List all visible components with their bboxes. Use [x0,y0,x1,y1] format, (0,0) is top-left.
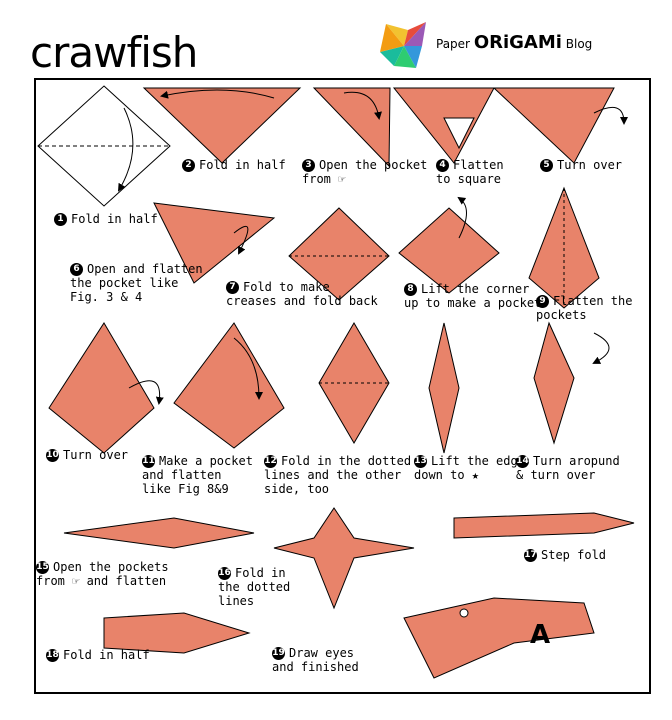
step16-number: 16 [218,567,231,580]
step16-shape [273,507,415,610]
step11-shape [173,322,285,449]
step15-number: 15 [36,561,49,574]
step8-number: 8 [404,283,417,296]
step3-shape [312,87,391,168]
step17-number: 17 [524,549,537,562]
step1-number: 1 [54,213,67,226]
step14-number: 14 [516,455,529,468]
step17-caption: 17 Step fold [524,548,606,562]
step2-shape [142,87,302,164]
step14-text: Turn aropund & turn over [516,454,620,482]
step12-text: Fold in the dotted lines and the other s… [264,454,412,496]
eye [459,608,469,618]
step3-text: Open the pocket from ☞ [302,158,428,186]
step4-number: 4 [436,159,449,172]
step6-number: 6 [70,263,83,276]
step6-shape [153,202,276,284]
step10-caption: 10 Turn over [46,448,128,462]
step15-text: Open the pockets from ☞ and flatten [36,560,169,588]
step13-number: 13 [414,455,427,468]
step2-number: 2 [182,159,195,172]
step5-number: 5 [540,159,553,172]
step1-caption: 1 Fold in half [54,212,158,226]
step18-number: 18 [46,649,59,662]
folding-diagram [37,85,635,679]
logo-text: Paper ORiGAMi Blog [436,32,592,53]
step19-text: Draw eyes and finished [272,646,359,674]
step10-shape [48,322,155,454]
logo-paper: Paper [436,37,470,51]
step19-shape [403,597,595,679]
step7-number: 7 [226,281,239,294]
step16-text: Fold in the dotted lines [218,566,291,608]
step11-number: 11 [142,455,155,468]
step17-shape [453,512,635,539]
step6-text: Open and flatten the pocket like Fig. 3 … [70,262,203,304]
step7-shape [288,207,390,301]
step5-text: Turn over [557,158,623,172]
step18-caption: 18 Fold in half [46,648,150,662]
step17-text: Step fold [541,548,607,562]
logo-blog: Blog [565,37,593,51]
step4-text: Flatten to square [436,158,504,186]
step1-text: Fold in half [71,212,158,226]
final-label: A [530,620,551,650]
step8-text: Lift the corner up to make a pockets [404,282,549,310]
step12-shape [318,322,390,444]
step14-shape [533,321,575,445]
diagram-frame [34,78,651,694]
step10-number: 10 [46,449,59,462]
step4-shape [392,87,495,164]
step5-shape [492,87,615,164]
step15-shape [63,517,255,549]
step18-text: Fold in half [63,648,150,662]
step9-number: 9 [536,295,549,308]
step2-text: Fold in half [199,158,286,172]
origami-logo [380,22,426,68]
step11-text: Make a pocket and flatten like Fig 8&9 [142,454,253,496]
step9-text: Flatten the pockets [536,294,633,322]
step7-text: Fold to make creases and fold back [226,280,378,308]
step13-text: Lift the edge down to ★ [414,454,525,482]
step3-number: 3 [302,159,315,172]
step2-caption: 2 Fold in half [182,158,286,172]
step18-shape [103,612,251,654]
step8-shape [398,207,500,294]
step13-shape [428,322,460,454]
step10-text: Turn over [63,448,129,462]
step19-number: 19 [272,647,285,660]
step5-caption: 5 Turn over [540,158,622,172]
logo-origami: ORiGAMi [473,32,562,53]
step12-number: 12 [264,455,277,468]
page-title: crawfish [30,28,198,77]
